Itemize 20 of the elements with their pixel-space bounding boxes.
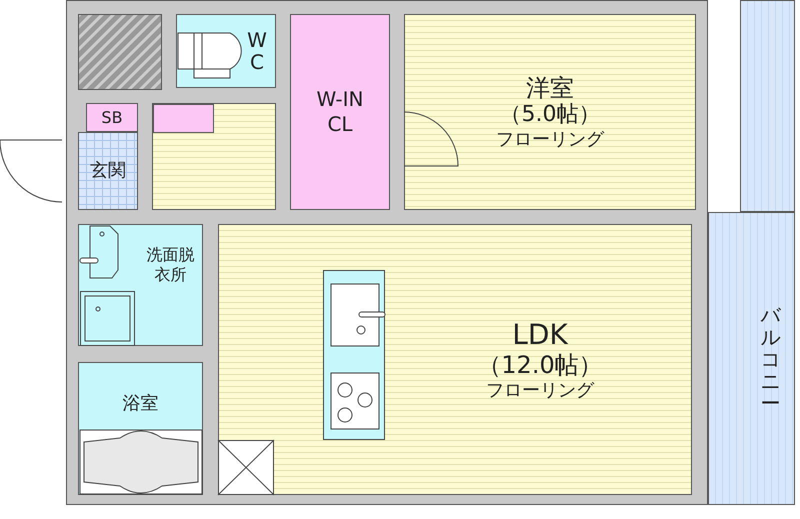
room xyxy=(708,212,795,505)
room-label: 玄関 xyxy=(90,160,126,182)
room xyxy=(404,14,696,210)
room xyxy=(153,104,214,133)
room-label: W-IN CL xyxy=(315,87,365,137)
room-size: （5.0帖） xyxy=(500,102,600,129)
room-label: SB xyxy=(101,108,123,128)
room xyxy=(86,103,138,132)
room xyxy=(78,132,138,210)
room-label: 洋室 xyxy=(526,74,574,102)
room xyxy=(152,103,276,210)
room-label: LDK xyxy=(512,318,568,352)
room-label: バルコニー xyxy=(760,304,780,414)
room-label: W C xyxy=(247,29,267,73)
room-size: （12.0帖） xyxy=(477,351,603,380)
room xyxy=(290,14,390,210)
floor-type: フローリング xyxy=(496,128,604,150)
room-label: 洗面脱衣所 xyxy=(146,245,196,285)
room-label: 浴室 xyxy=(122,392,158,414)
floor-type: フローリング xyxy=(486,380,594,402)
